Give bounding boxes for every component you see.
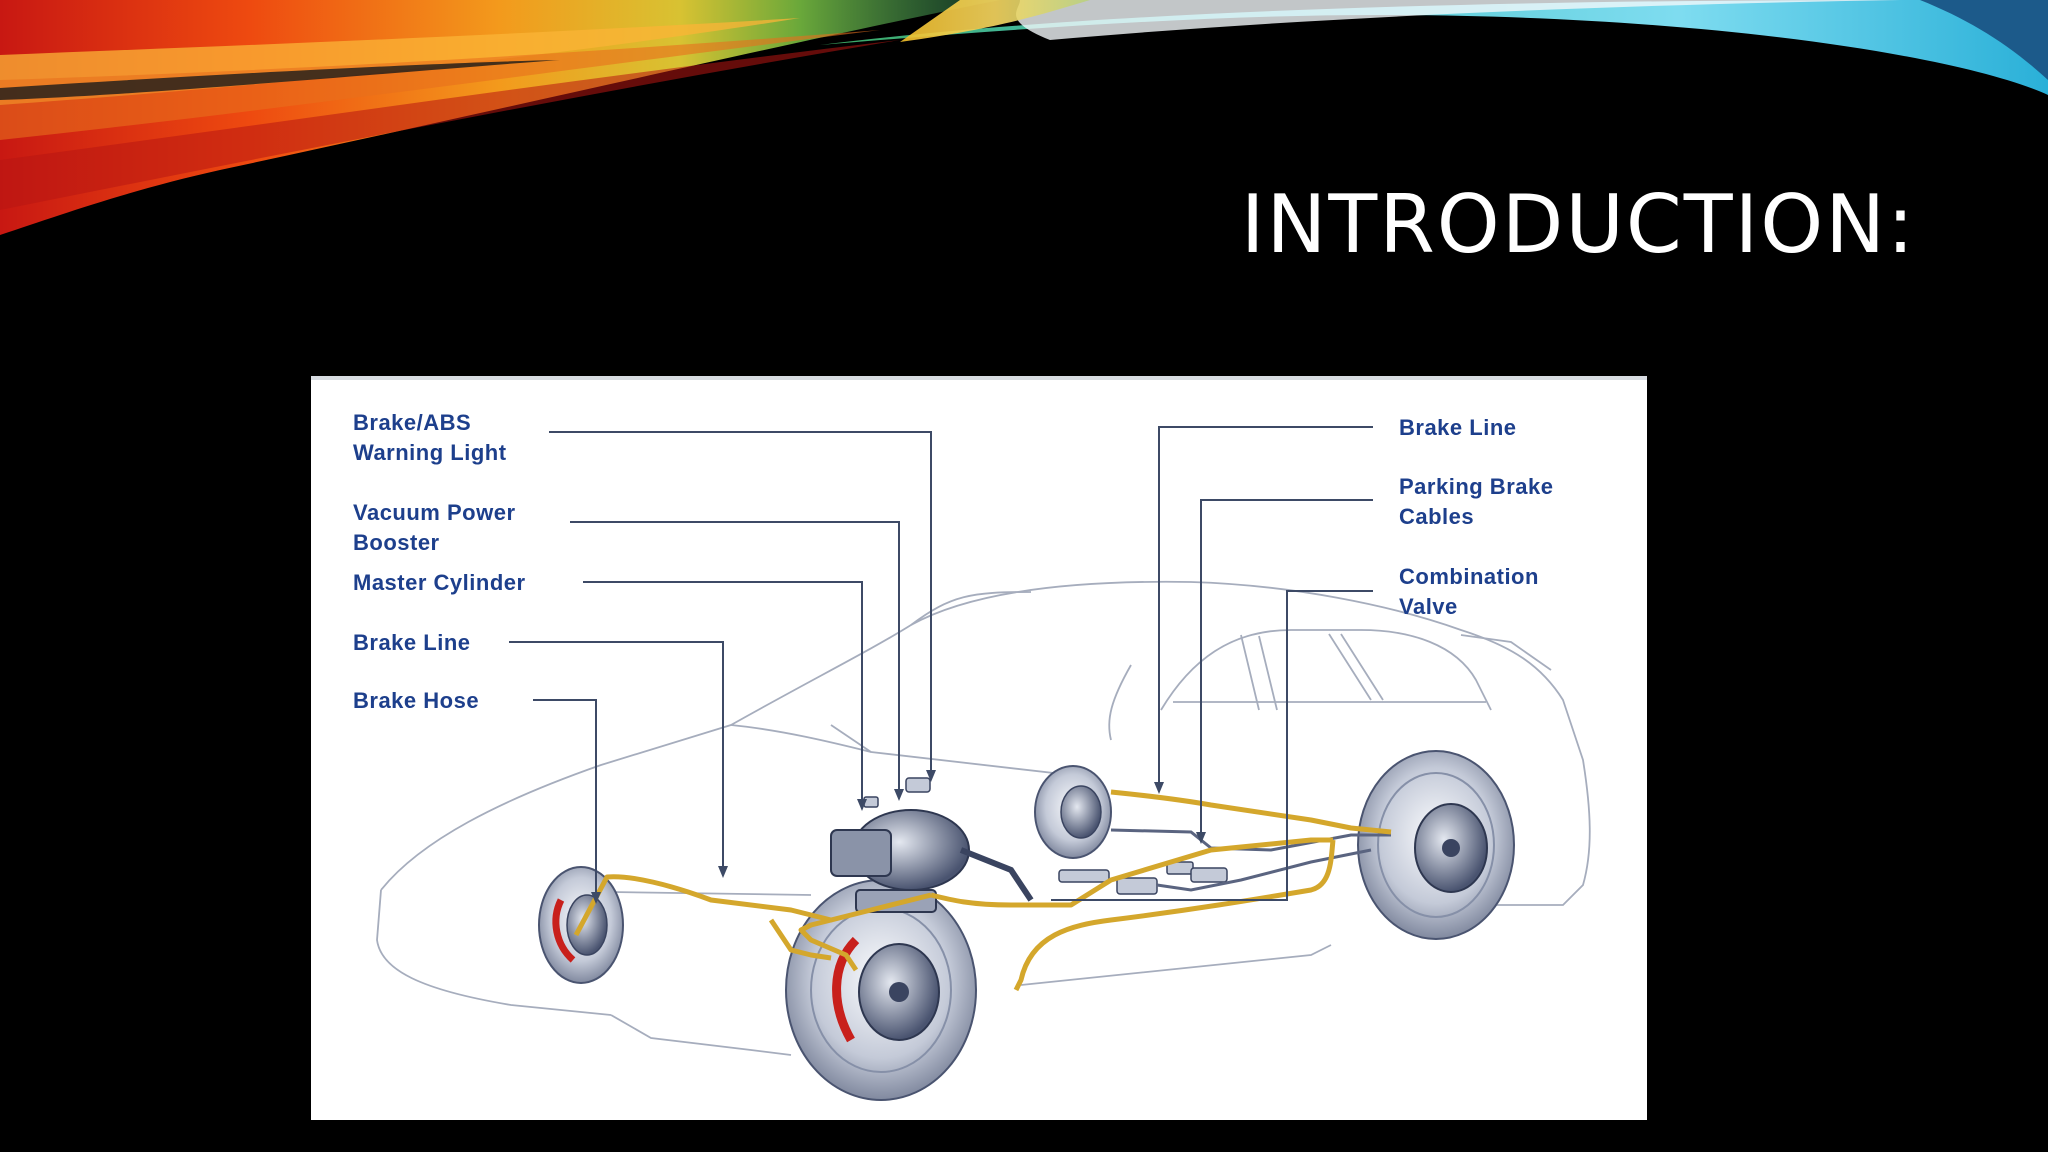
car-body-outline xyxy=(376,580,1591,1056)
car-brake-illustration xyxy=(376,426,1591,1101)
parking-brake-assembly xyxy=(1058,861,1228,895)
slide-title: INTRODUCTION: xyxy=(1240,178,1916,271)
label-brake-hose: Brake Hose xyxy=(353,688,480,713)
label-brake-line-left: Brake Line xyxy=(353,630,471,655)
brake-system-diagram: Brake/ABS Warning Light Vacuum Power Boo… xyxy=(311,376,1647,1120)
label-combination-valve: Combination Valve xyxy=(1399,564,1539,619)
leader-lines xyxy=(509,426,1373,901)
label-master-cylinder: Master Cylinder xyxy=(353,570,526,595)
leader-arrows xyxy=(591,770,1206,904)
label-brake-abs-warning-light: Brake/ABS Warning Light xyxy=(353,410,507,465)
front-right-wheel xyxy=(785,879,977,1101)
rear-left-brake-drum xyxy=(1034,765,1112,859)
vacuum-booster-master-cylinder xyxy=(830,777,1034,913)
brake-lines xyxy=(573,789,1392,992)
rear-right-wheel xyxy=(1357,750,1515,940)
label-vacuum-power-booster: Vacuum Power Booster xyxy=(353,500,516,555)
decorative-swoosh xyxy=(0,0,2048,235)
label-parking-brake-cables: Parking Brake Cables xyxy=(1399,474,1554,529)
label-brake-line-right: Brake Line xyxy=(1399,415,1517,440)
